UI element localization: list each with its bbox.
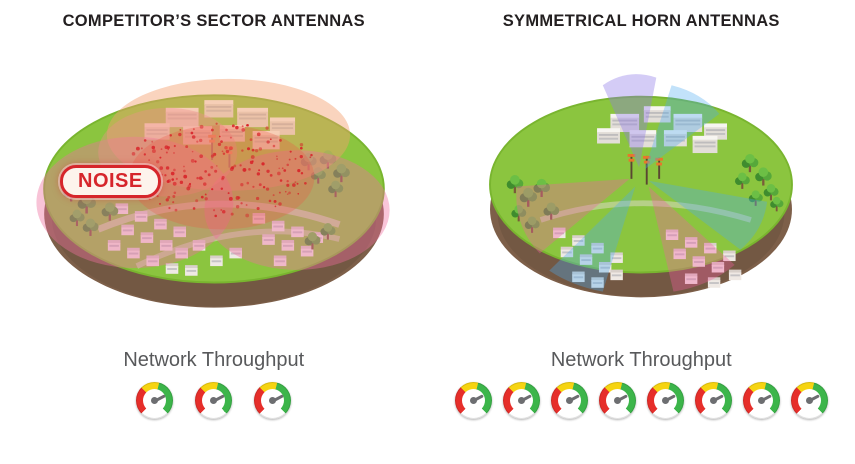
throughput-gauge-icon — [791, 382, 828, 419]
horn-island-illustration — [469, 43, 813, 330]
throughput-gauge-icon — [551, 382, 588, 419]
gauge-hub — [614, 397, 621, 404]
horn-panel: SYMMETRICAL HORN ANTENNAS Network Throug… — [428, 0, 855, 464]
throughput-gauge-icon — [455, 382, 492, 419]
gauge-hub — [566, 397, 573, 404]
throughput-gauge-icon — [695, 382, 732, 419]
throughput-gauge-icon — [195, 382, 232, 419]
throughput-gauge-icon — [743, 382, 780, 419]
competitor-throughput-label: Network Throughput — [123, 349, 304, 372]
horn-throughput-label: Network Throughput — [551, 349, 732, 372]
gauge-hub — [662, 397, 669, 404]
competitor-title: COMPETITOR’S SECTOR ANTENNAS — [63, 12, 365, 31]
gauge-hub — [518, 397, 525, 404]
noise-badge: NOISE — [60, 165, 161, 198]
throughput-gauge-icon — [599, 382, 636, 419]
gauge-hub — [269, 397, 276, 404]
gauge-hub — [151, 397, 158, 404]
gauge-hub — [806, 397, 813, 404]
gauge-hub — [210, 397, 217, 404]
throughput-gauge-icon — [254, 382, 291, 419]
gauge-hub — [470, 397, 477, 404]
horn-throughput-gauges — [455, 382, 828, 419]
gauge-hub — [758, 397, 765, 404]
throughput-gauge-icon — [503, 382, 540, 419]
horn-scene — [428, 33, 855, 339]
gauge-hub — [710, 397, 717, 404]
competitor-panel: COMPETITOR’S SECTOR ANTENNAS NOISE Netwo… — [0, 0, 428, 464]
competitor-throughput-gauges — [136, 382, 291, 419]
competitor-scene: NOISE — [0, 33, 428, 339]
throughput-gauge-icon — [647, 382, 684, 419]
throughput-gauge-icon — [136, 382, 173, 419]
noise-badge-label: NOISE — [78, 170, 143, 192]
horn-title: SYMMETRICAL HORN ANTENNAS — [503, 12, 780, 31]
